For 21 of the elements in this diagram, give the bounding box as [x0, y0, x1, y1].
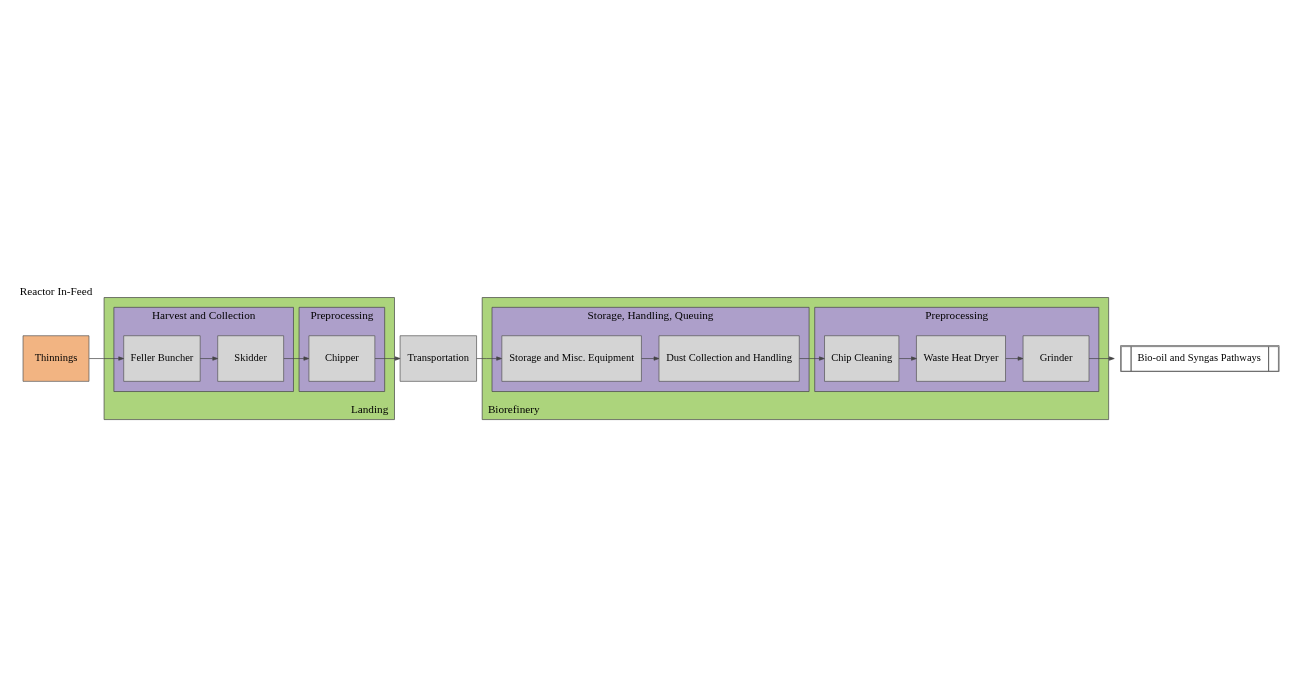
node-box: Feller Buncher — [123, 334, 201, 382]
label: Reactor In-Feed — [19, 284, 93, 297]
node-box: Grinder — [1022, 334, 1090, 382]
node-box: Thinnings — [22, 334, 90, 382]
node-box: Transportation — [399, 334, 477, 382]
node-box: Storage and Misc. Equipment — [501, 334, 642, 382]
node-box: Dust Collection and Handling — [658, 334, 800, 382]
node-box: Waste Heat Dryer — [916, 334, 1006, 382]
arrow — [476, 355, 502, 361]
node-box: Chip Cleaning — [824, 334, 900, 382]
arrow — [898, 355, 917, 361]
arrow — [374, 355, 401, 361]
arrow — [799, 355, 825, 361]
arrow — [1005, 355, 1024, 361]
arrow — [1088, 355, 1115, 361]
arrow — [199, 355, 219, 361]
arrow — [283, 355, 310, 361]
node-box: Skidder — [217, 334, 284, 382]
arrow — [88, 355, 124, 361]
node-box: Chipper — [308, 334, 376, 382]
arrow — [641, 355, 660, 361]
